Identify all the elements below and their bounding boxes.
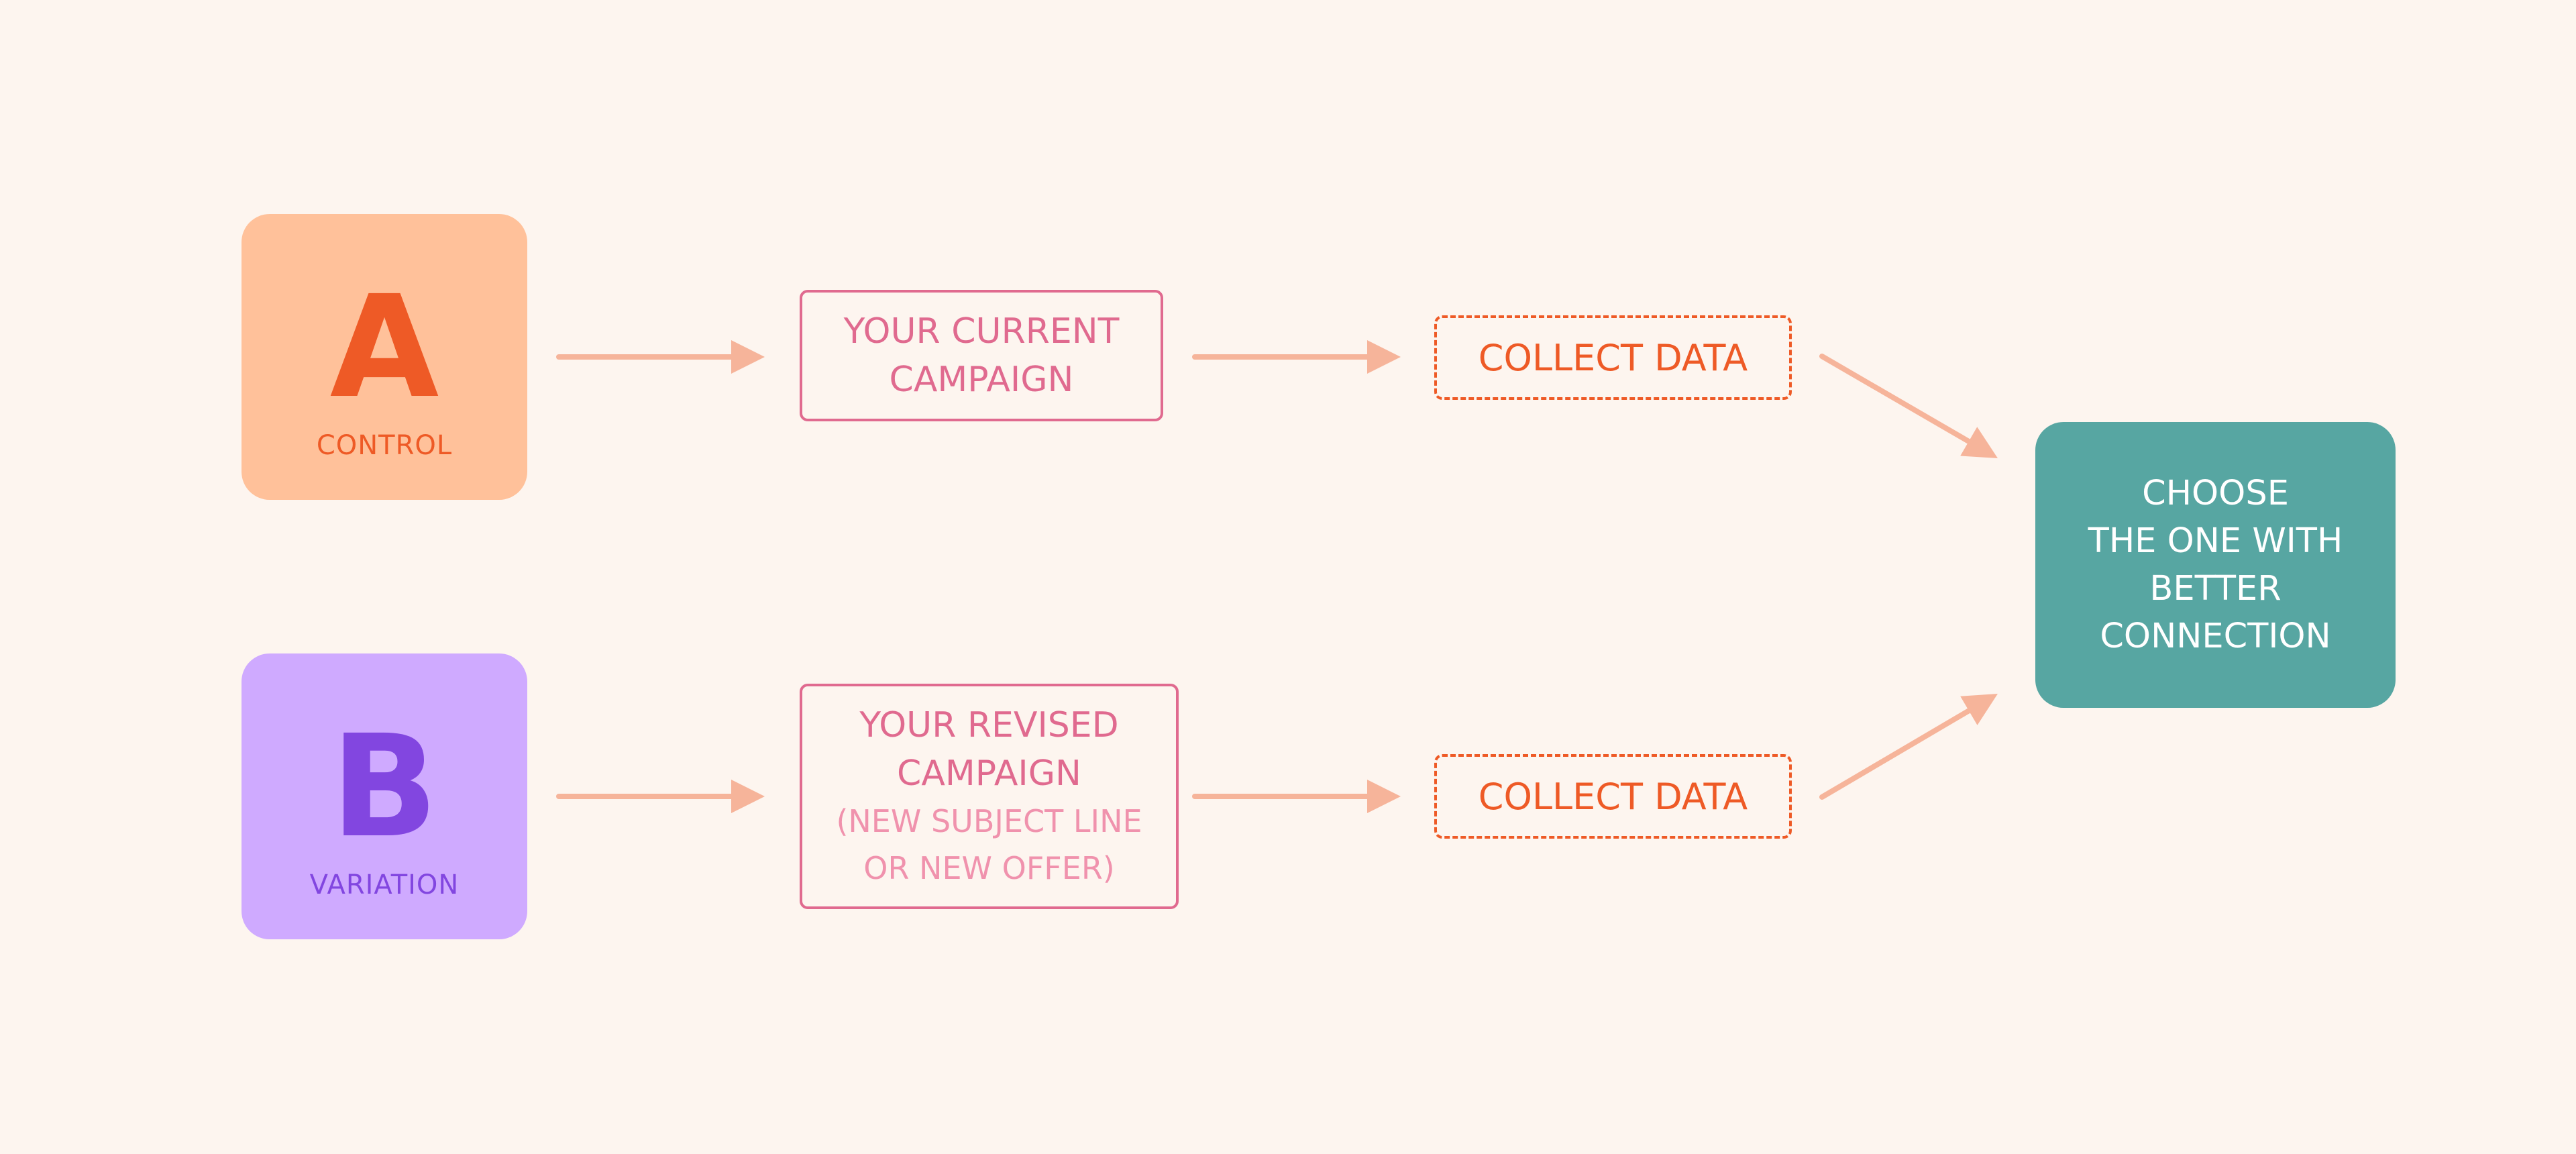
- revised-campaign-note-line-1: (NEW SUBJECT LINE: [836, 803, 1142, 839]
- arrow-a-to-current: [556, 340, 765, 374]
- result-line-1: CHOOSE: [2142, 474, 2289, 513]
- revised-campaign-note-line-2: OR NEW OFFER): [863, 850, 1115, 886]
- arrow-revised-to-collect: [1192, 780, 1401, 813]
- collect-data-box-bottom: COLLECT DATA: [1434, 754, 1792, 839]
- arrow-current-to-collect: [1192, 340, 1401, 374]
- arrow-collect-bottom-to-result: [1819, 694, 1998, 800]
- revised-campaign-line-2: CAMPAIGN: [897, 753, 1081, 794]
- variation-label: VARIATION: [309, 870, 460, 900]
- collect-data-label-bottom: COLLECT DATA: [1478, 775, 1748, 818]
- arrow-collect-bottom-to-result-head: [1960, 694, 1998, 725]
- result-line-3: BETTER: [2149, 569, 2282, 609]
- arrow-b-to-revised-head: [731, 780, 765, 813]
- arrow-a-to-current-head: [731, 340, 765, 374]
- arrow-revised-to-collect-head: [1367, 780, 1401, 813]
- control-box: A CONTROL: [241, 214, 527, 500]
- current-campaign-line-1: YOUR CURRENT: [843, 311, 1120, 352]
- arrow-collect-top-to-result: [1819, 354, 1998, 458]
- arrow-b-to-revised: [556, 780, 765, 813]
- variation-box: B VARIATION: [241, 653, 527, 939]
- current-campaign-line-2: CAMPAIGN: [889, 360, 1074, 400]
- revised-campaign-line-1: YOUR REVISED: [859, 705, 1119, 745]
- arrow-collect-top-to-result-shaft: [1819, 354, 1973, 445]
- collect-data-label-top: COLLECT DATA: [1478, 336, 1748, 379]
- collect-data-box-top: COLLECT DATA: [1434, 315, 1792, 400]
- arrow-collect-bottom-to-result-shaft: [1819, 707, 1973, 800]
- revised-campaign-box: YOUR REVISED CAMPAIGN (NEW SUBJECT LINE …: [800, 684, 1179, 909]
- result-line-2: THE ONE WITH: [2088, 521, 2343, 561]
- control-label: CONTROL: [316, 430, 453, 461]
- result-box: CHOOSE THE ONE WITH BETTER CONNECTION: [2035, 422, 2396, 708]
- variation-letter: B: [330, 704, 439, 869]
- control-letter: A: [329, 265, 439, 429]
- arrow-collect-top-to-result-head: [1960, 427, 1998, 458]
- result-line-4: CONNECTION: [2100, 617, 2331, 656]
- current-campaign-box: YOUR CURRENT CAMPAIGN: [800, 290, 1163, 421]
- arrow-current-to-collect-head: [1367, 340, 1401, 374]
